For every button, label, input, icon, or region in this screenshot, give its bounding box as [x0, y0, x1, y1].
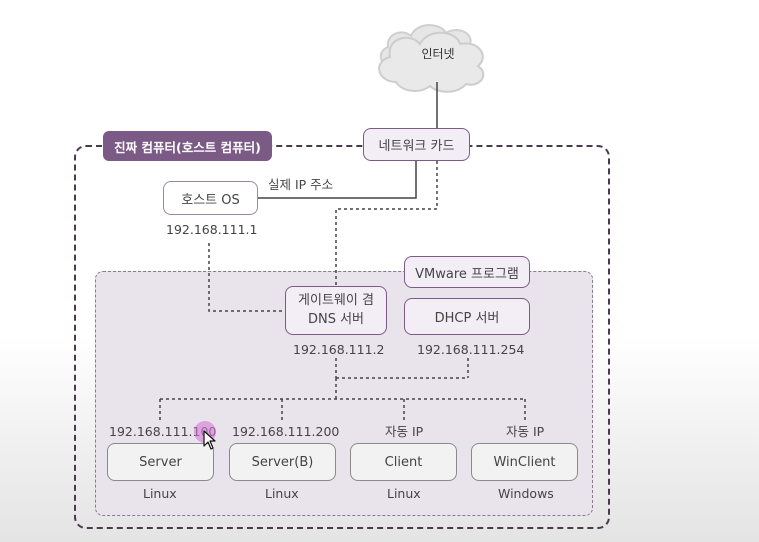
- machine-ip: 자동 IP: [506, 424, 545, 439]
- vmware-program-box: VMware 프로그램: [404, 256, 530, 288]
- machine-os: Windows: [498, 486, 554, 501]
- machine-box-client: Client: [350, 443, 457, 481]
- machine-os: Linux: [265, 486, 299, 501]
- host-os-link: [258, 161, 417, 199]
- gateway-dns-box: 게이트웨이 겸 DNS 서버: [285, 286, 387, 335]
- gateway-ip: 192.168.111.2: [293, 342, 385, 357]
- nic-gateway-link: [335, 161, 438, 287]
- mouse-pointer-icon: [203, 430, 216, 450]
- gateway-label-line1: 게이트웨이 겸: [298, 292, 374, 308]
- hostos-gateway-link: [208, 243, 285, 312]
- host-computer-title: 진짜 컴퓨터(호스트 컴퓨터): [103, 131, 272, 161]
- host-computer-area: [74, 145, 610, 529]
- machine-ip: 192.168.111.100: [109, 424, 217, 439]
- machine-box-winclient: WinClient: [471, 443, 578, 481]
- machine-ip: 자동 IP: [385, 424, 424, 439]
- dhcp-server-box: DHCP 서버: [404, 298, 530, 335]
- machine-os: Linux: [143, 486, 177, 501]
- real-ip-label: 실제 IP 주소: [268, 177, 334, 192]
- host-os-box: 호스트 OS: [163, 181, 258, 215]
- internet-label: 인터넷: [421, 47, 455, 61]
- cloud-icon: [378, 24, 485, 93]
- network-card-box: 네트워크 카드: [363, 128, 470, 161]
- dhcp-ip: 192.168.111.254: [417, 342, 525, 357]
- machine-os: Linux: [387, 486, 421, 501]
- machine-box-server-b: Server(B): [229, 443, 336, 481]
- host-os-ip: 192.168.111.1: [166, 222, 258, 237]
- gateway-label-line2: DNS 서버: [307, 311, 365, 327]
- machine-ip: 192.168.111.200: [232, 424, 340, 439]
- machine-box-server: Server: [107, 443, 214, 481]
